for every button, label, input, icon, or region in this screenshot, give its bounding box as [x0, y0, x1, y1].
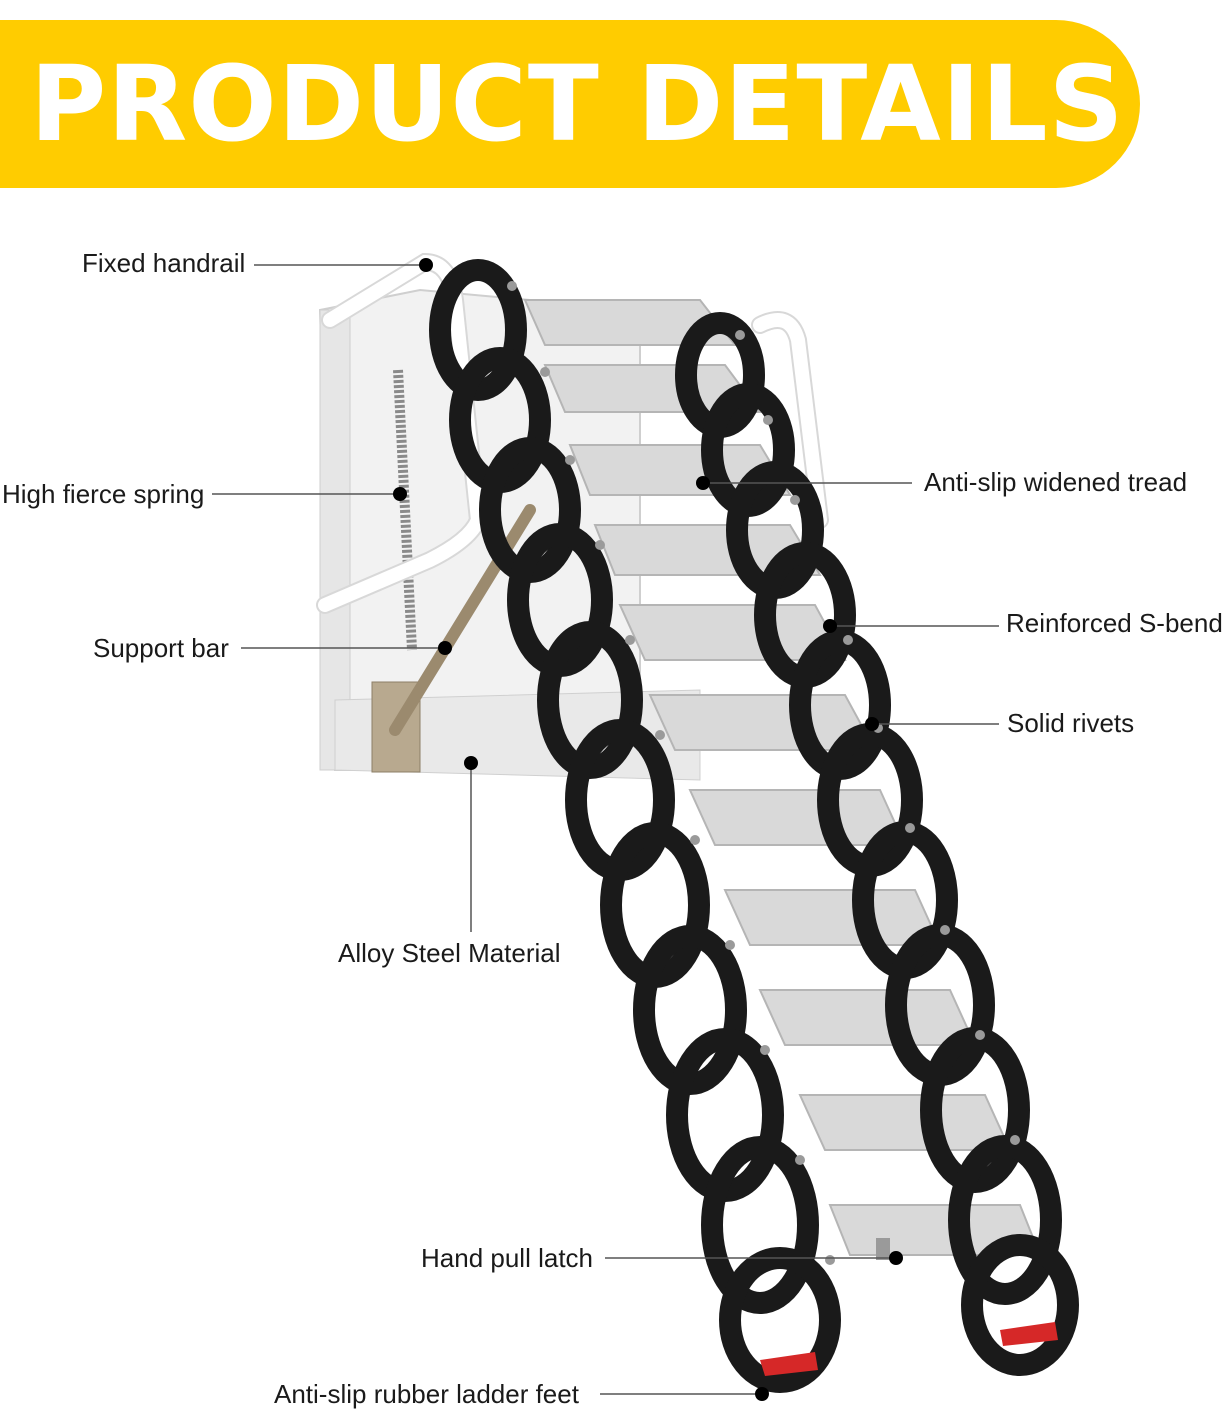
label-high-fierce-spring: High fierce spring	[2, 479, 205, 509]
label-anti-slip-rubber-ladder-feet: Anti-slip rubber ladder feet	[274, 1379, 579, 1409]
callout-lines	[212, 264, 999, 1395]
label-solid-rivets: Solid rivets	[1007, 708, 1135, 738]
label-anti-slip-widened-tread: Anti-slip widened tread	[924, 467, 1188, 497]
handrail	[316, 252, 829, 614]
label-support-bar: Support bar	[93, 633, 229, 663]
title-banner	[0, 20, 1140, 188]
callout-dots	[393, 258, 903, 1401]
rubber-feet	[760, 1322, 1058, 1376]
page-title: PRODUCT DETAILS	[30, 43, 1125, 165]
label-hand-pull-latch: Hand pull latch	[421, 1243, 593, 1273]
label-fixed-handrail: Fixed handrail	[82, 248, 246, 278]
label-alloy-steel-material: Alloy Steel Material	[338, 938, 561, 968]
scissor-frame	[429, 259, 1079, 1393]
treads	[523, 299, 1042, 1256]
spring	[393, 369, 417, 651]
latch	[876, 1238, 890, 1260]
label-reinforced-s-bend: Reinforced S-bend	[1006, 608, 1223, 638]
rivets	[507, 281, 1020, 1265]
